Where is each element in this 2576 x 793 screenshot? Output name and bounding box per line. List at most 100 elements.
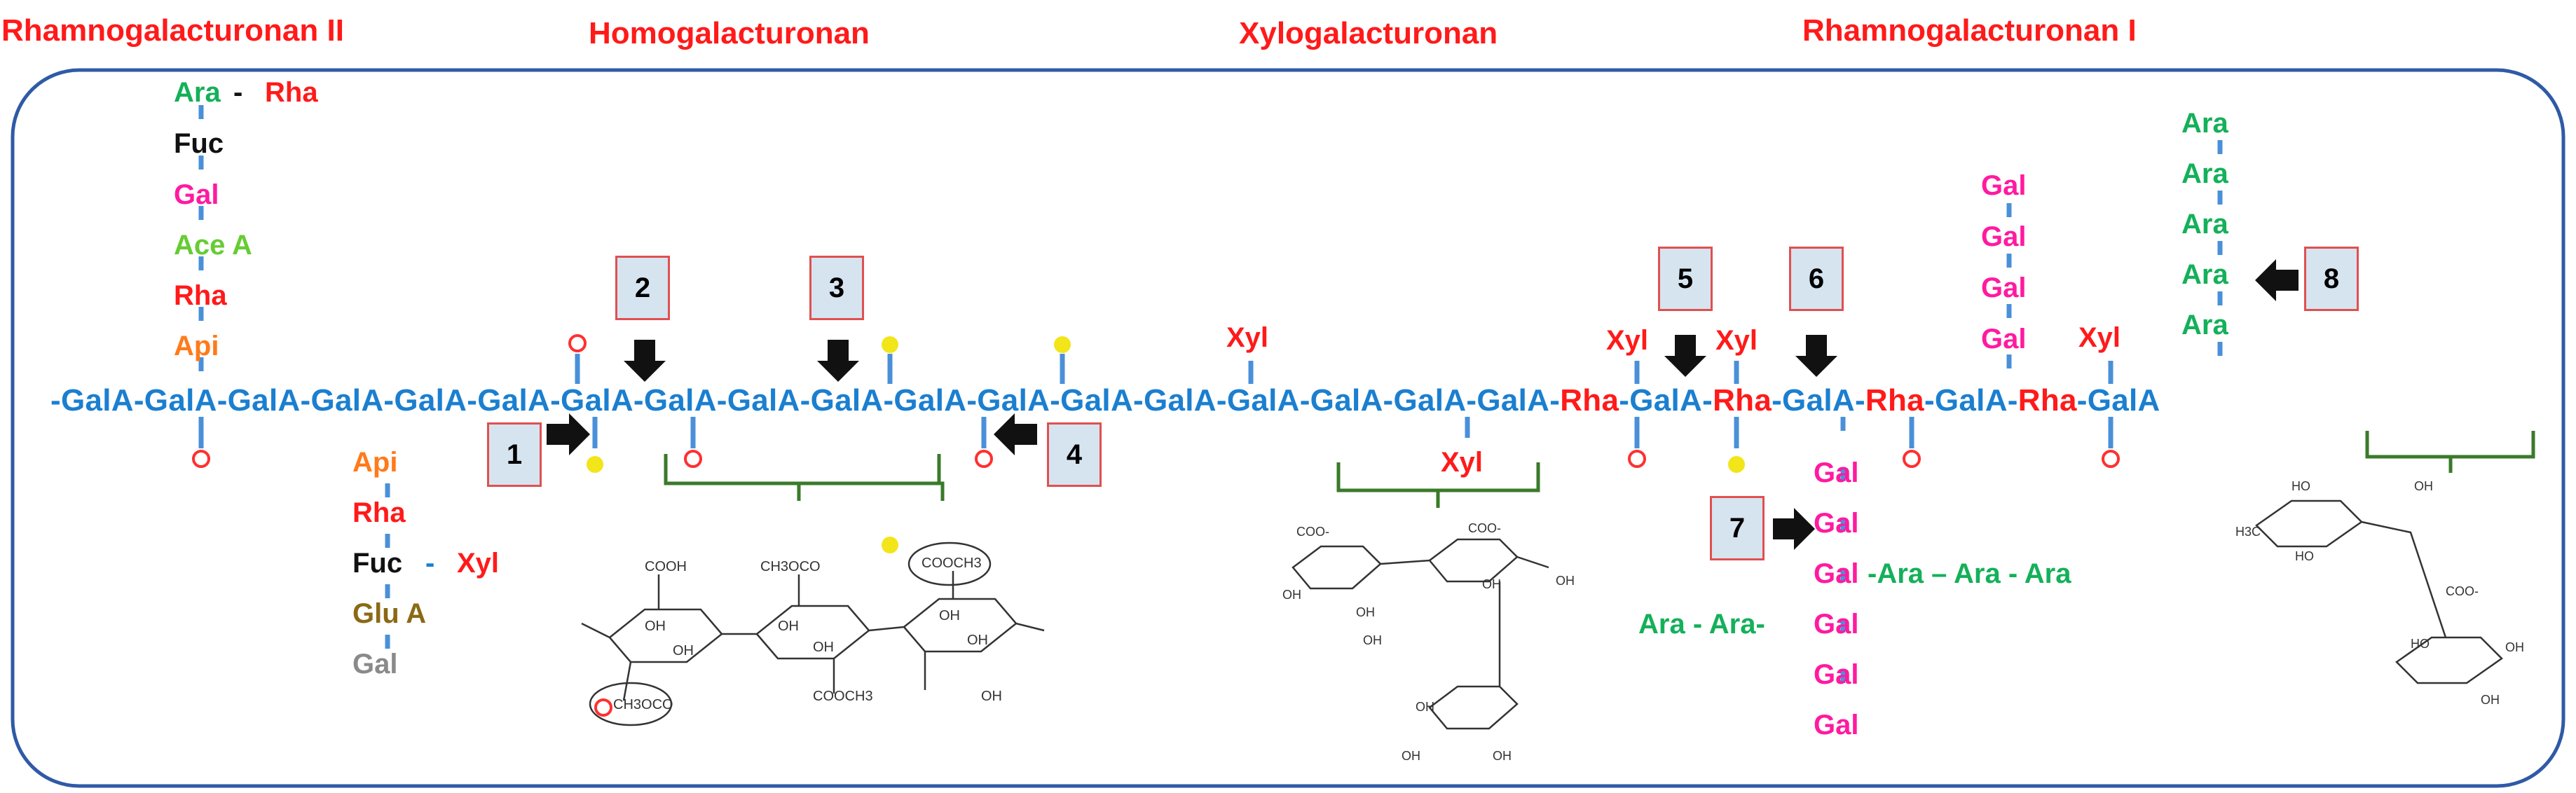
rg1-label-ho-1: HO (2291, 479, 2310, 493)
enzyme-box-3: 3 (809, 256, 864, 320)
region-title-hg: Homogalacturonan (589, 16, 870, 50)
region-title-rg2: Rhamnogalacturonan II (1, 13, 344, 48)
rg1-ara-up-3: Ara (2181, 209, 2228, 240)
rg2-up-acea: Ace A (174, 230, 252, 261)
rg2-down-api: Api (352, 447, 398, 478)
rg1-gal-down-1: Gal (1814, 457, 1859, 488)
backbone-rg1-unit: GalA (1782, 383, 1855, 418)
rg1-gal-down-6: Gal (1814, 710, 1859, 740)
rg1-label-oh-3: OH (2481, 693, 2500, 707)
backbone-rg1-sep: - (1854, 383, 1865, 418)
rg2-up-gal: Gal (174, 179, 219, 210)
backbone-rg1-sep: - (1924, 383, 1935, 418)
backbone-rg1-unit: GalA (1934, 383, 2008, 418)
cleavage-arrows (547, 259, 2298, 550)
backbone-rg1-sep: - (2076, 383, 2088, 418)
hg-label-oh-3: OH (939, 608, 960, 623)
region-title-rg1: Rhamnogalacturonan I (1802, 13, 2137, 48)
rg1-ara-up-5: Ara (2181, 310, 2228, 340)
backbone-hg-segment: -GalA-GalA-GalA-GalA-GalA-GalA-GalA-GalA… (50, 383, 1561, 418)
rg1-gal-down-5: Gal (1814, 659, 1859, 690)
xg-label-oh-5: OH (1556, 574, 1575, 588)
xg-label-oh-7: OH (1402, 749, 1420, 763)
rg1-ara-up-1: Ara (2181, 108, 2228, 139)
xg-structure-labels: COO- COO- OH OH OH OH OH OH OH OH (1282, 521, 1575, 763)
enzyme-box-8: 8 (2304, 247, 2359, 311)
region-title-xg: Xylogalacturonan (1239, 16, 1498, 50)
rg2-up-rha-2: Rha (174, 280, 227, 311)
rg1-chemical-structure (2255, 499, 2503, 684)
rg1-label-coo: COO- (2446, 584, 2479, 598)
rg1-ara-branch-right: -Ara – Ara - Ara (1868, 558, 2071, 589)
xg-label-oh-2: OH (1356, 605, 1375, 619)
rg1-gal-up-4: Gal (1981, 324, 2027, 354)
xg-label-coo-1: COO- (1296, 525, 1329, 539)
rg2-down-glua: Glu A (352, 598, 427, 629)
backbone-rg1-sep: - (1619, 383, 1630, 418)
xyl-label-4: Xyl (1715, 325, 1758, 356)
hg-label-oh-6: OH (967, 633, 988, 648)
rg2-down-fuc: Fuc (352, 548, 403, 579)
ester-circles (192, 334, 2120, 717)
xg-chemical-structure (1292, 538, 1549, 730)
backbone-galA-chain: -GalA-GalA-GalA-GalA-GalA-GalA-GalA-GalA… (50, 385, 2160, 416)
rg2-up-sep: - (233, 77, 243, 108)
xg-label-oh-1: OH (1282, 588, 1301, 602)
enzyme-box-6: 6 (1789, 247, 1844, 311)
rg2-down-rha: Rha (352, 497, 406, 528)
hg-label-cooch3-2: COOCH3 (813, 689, 873, 704)
linkage-lines (198, 105, 2223, 722)
rg2-up-ara: Ara (174, 77, 221, 108)
xg-label-coo-2: COO- (1468, 521, 1501, 535)
enzyme-box-4: 4 (1047, 422, 1102, 487)
xyl-label-3: Xyl (1606, 325, 1649, 356)
backbone-rg1-sep: - (1702, 383, 1713, 418)
enzyme-box-1: 1 (487, 422, 542, 487)
backbone-rg1-sep: - (1772, 383, 1783, 418)
backbone-rg1-unit: Rha (1865, 383, 1924, 418)
rg1-label-ho-2: HO (2295, 549, 2314, 563)
rg1-gal-down-3: Gal (1814, 558, 1859, 589)
backbone-rg1-unit: Rha (1713, 383, 1772, 418)
rg1-label-ho-3: HO (2411, 637, 2430, 651)
hg-label-cooh: COOH (645, 559, 687, 574)
hg-label-oh-2: OH (778, 619, 799, 634)
rg1-ara-up-4: Ara (2181, 259, 2228, 290)
rg1-ara-up-2: Ara (2181, 158, 2228, 189)
xyl-label-1: Xyl (1226, 322, 1269, 353)
hg-label-oh-7: OH (981, 689, 1002, 704)
xg-label-oh-6: OH (1416, 700, 1434, 714)
rg2-up-rha: Rha (265, 77, 318, 108)
rg1-gal-up-2: Gal (1981, 221, 2027, 252)
hg-label-oh-5: OH (813, 640, 834, 655)
xg-label-oh-4: OH (1482, 577, 1501, 591)
rg1-structure-labels: HO H3C HO OH COO- HO OH OH (2235, 479, 2524, 707)
rg2-up-api: Api (174, 331, 219, 361)
rg2-down-xyl: Xyl (457, 548, 500, 579)
hg-label-cooch3: COOCH3 (922, 556, 982, 571)
xg-label-oh-8: OH (1493, 749, 1512, 763)
rg2-up-fuc: Fuc (174, 128, 224, 159)
rg1-label-h3c: H3C (2235, 525, 2261, 539)
enzyme-box-2: 2 (615, 256, 670, 320)
xyl-label-2: Xyl (1441, 447, 1484, 478)
hg-label-oh-4: OH (673, 643, 694, 658)
rg1-gal-down-2: Gal (1814, 508, 1859, 539)
hg-structure-labels: COOH CH3OCO COOCH3 OH OH OH OH OH OH CH3… (613, 556, 1002, 712)
rg1-ara-branch-left: Ara - Ara- (1638, 609, 1765, 640)
rg1-label-oh-1: OH (2414, 479, 2433, 493)
hg-chemical-structure (581, 542, 1045, 726)
acetyl-dots (587, 336, 1745, 553)
hg-label-oh-1: OH (645, 619, 666, 634)
rg1-gal-up-3: Gal (1981, 273, 2027, 303)
pectin-frame (11, 68, 2565, 788)
rg1-gal-up-1: Gal (1981, 170, 2027, 201)
xg-label-oh-3: OH (1363, 633, 1382, 647)
rg2-down-sep: - (425, 548, 435, 579)
backbone-rg1-sep: - (2007, 383, 2018, 418)
backbone-rg1-unit: Rha (2017, 383, 2077, 418)
xyl-label-5: Xyl (2078, 322, 2121, 353)
hg-label-ch3oco-2: CH3OCO (613, 697, 673, 712)
rg1-gal-down-4: Gal (1814, 609, 1859, 640)
